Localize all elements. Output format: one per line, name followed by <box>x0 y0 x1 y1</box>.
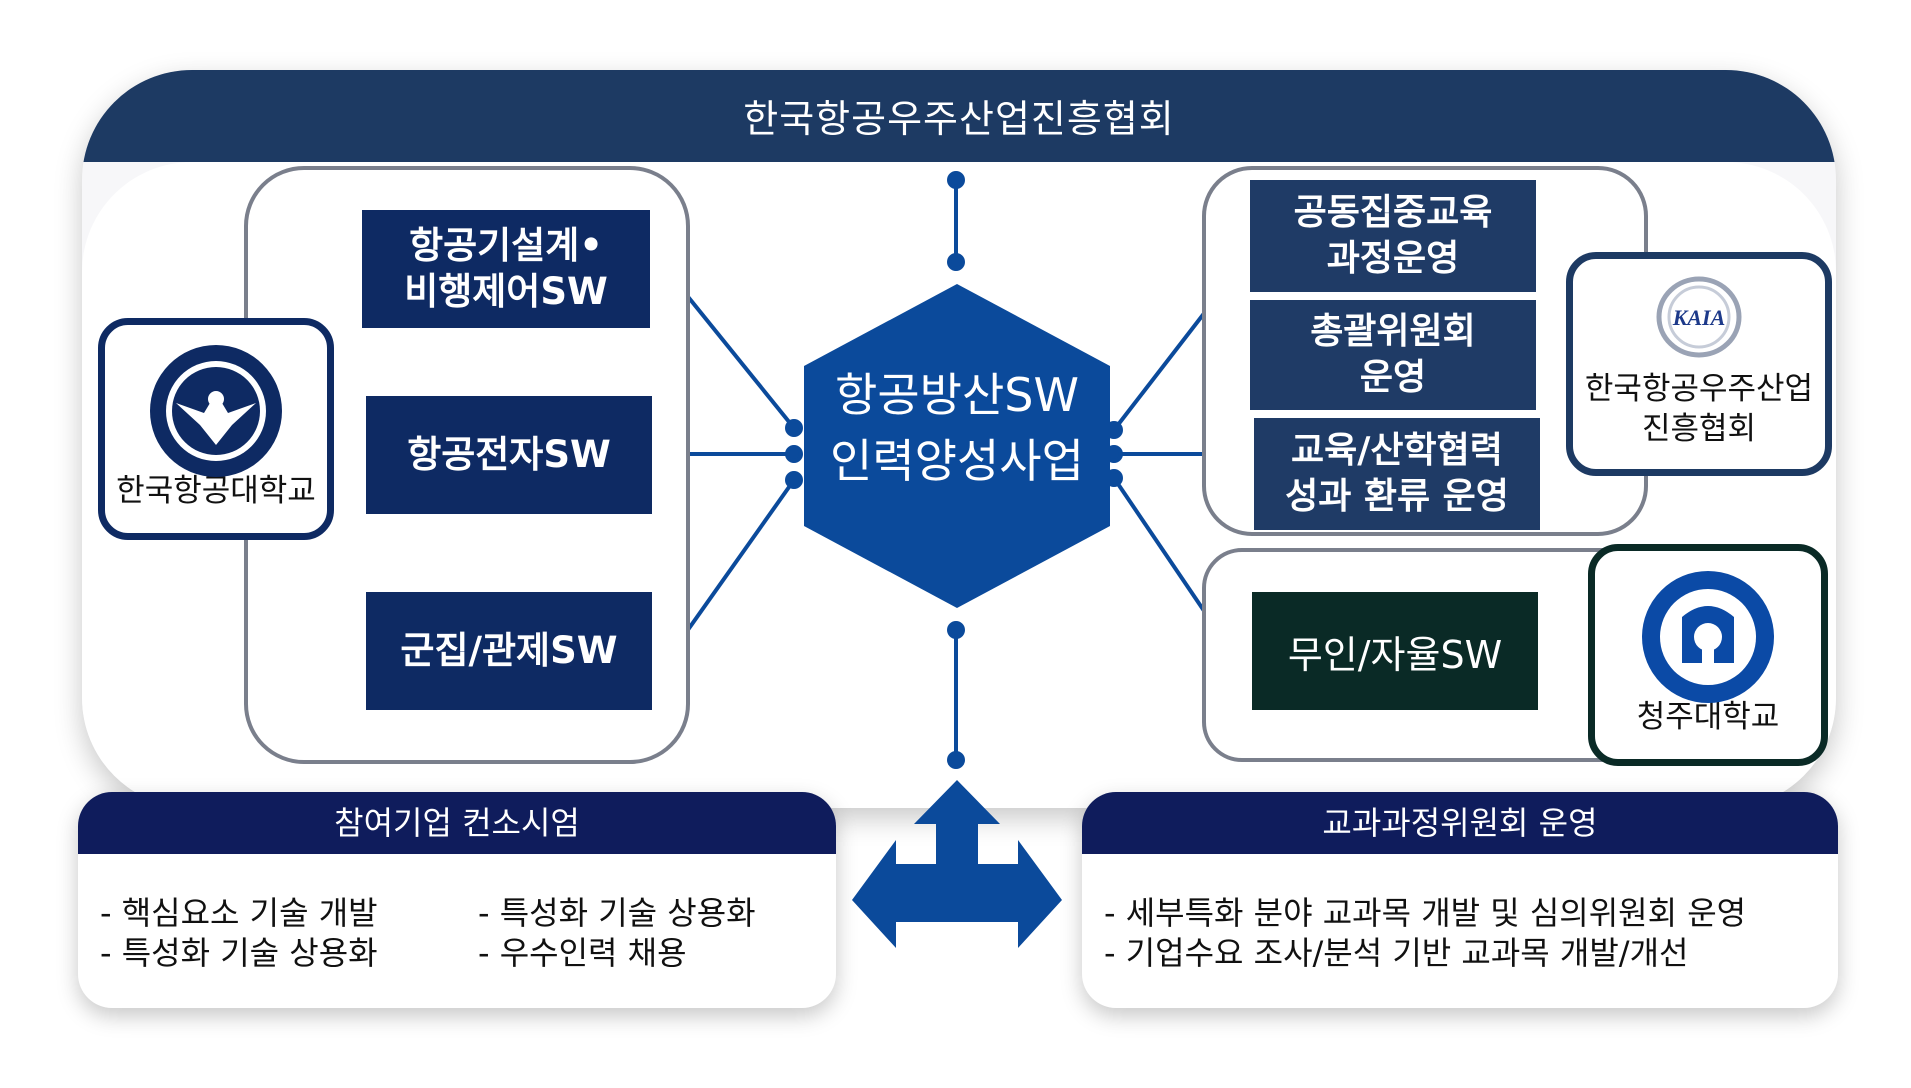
swarm-control-sw-box: 군집/관제SW <box>366 592 652 710</box>
consortium-panel: 참여기업 컨소시엄 - 핵심요소 기술 개발 - 특성화 기술 상용화 - 특성… <box>78 792 836 1008</box>
center-title: 항공방산SW 인력양성사업 <box>830 368 1084 488</box>
consortium-item: - 특성화 기술 상용화 <box>100 934 378 972</box>
curriculum-item: - 기업수요 조사/분석 기반 교과목 개발/개선 <box>1104 934 1689 972</box>
consortium-title: 참여기업 컨소시엄 <box>78 792 836 854</box>
flight-control-sw-box: 항공기설계• 비행제어SW <box>362 210 650 328</box>
header-bar <box>82 70 1836 162</box>
connector-dot <box>947 171 965 189</box>
autonomous-sw-box: 무인/자율SW <box>1252 592 1538 710</box>
connector-dot <box>947 621 965 639</box>
cju-emblem-icon <box>1642 571 1774 703</box>
cju-name: 청주대학교 <box>1636 699 1780 735</box>
kau-emblem-icon <box>150 345 282 477</box>
kaia-emblem-icon: KAIA <box>1656 276 1742 358</box>
curriculum-title: 교과과정위원회 운영 <box>1082 792 1838 854</box>
center-hexagon <box>804 284 1110 608</box>
curriculum-panel: 교과과정위원회 운영 - 세부특화 분야 교과목 개발 및 심의위원회 운영 -… <box>1082 792 1838 1008</box>
t-arrow-icon <box>852 780 1062 948</box>
cju-logo-card: 청주대학교 <box>1588 544 1828 766</box>
kaia-logo-card: KAIA 한국항공우주산업 진흥협회 <box>1566 252 1832 476</box>
joint-education-box: 공동집중교육 과정운영 <box>1250 180 1536 292</box>
consortium-item: - 특성화 기술 상용화 <box>478 894 756 932</box>
connector-dot <box>947 751 965 769</box>
consortium-item: - 핵심요소 기술 개발 <box>100 894 378 932</box>
kaia-name: 한국항공우주산업 진흥협회 <box>1584 371 1814 447</box>
consortium-item: - 우수인력 채용 <box>478 934 687 972</box>
curriculum-item: - 세부특화 분야 교과목 개발 및 심의위원회 운영 <box>1104 894 1747 932</box>
steering-committee-box: 총괄위원회 운영 <box>1250 300 1536 410</box>
connector-dot <box>947 253 965 271</box>
connector-dot <box>785 445 803 463</box>
connector-dot <box>785 471 803 489</box>
avionics-sw-box: 항공전자SW <box>366 396 652 514</box>
header-title: 한국항공우주산업진흥협회 <box>743 97 1175 141</box>
feedback-operation-box: 교육/산학협력 성과 환류 운영 <box>1254 418 1540 530</box>
kau-name: 한국항공대학교 <box>116 473 316 509</box>
kau-logo-card: 한국항공대학교 <box>98 318 334 540</box>
connector-dot <box>785 419 803 437</box>
kaia-wordmark: KAIA <box>1672 305 1726 330</box>
